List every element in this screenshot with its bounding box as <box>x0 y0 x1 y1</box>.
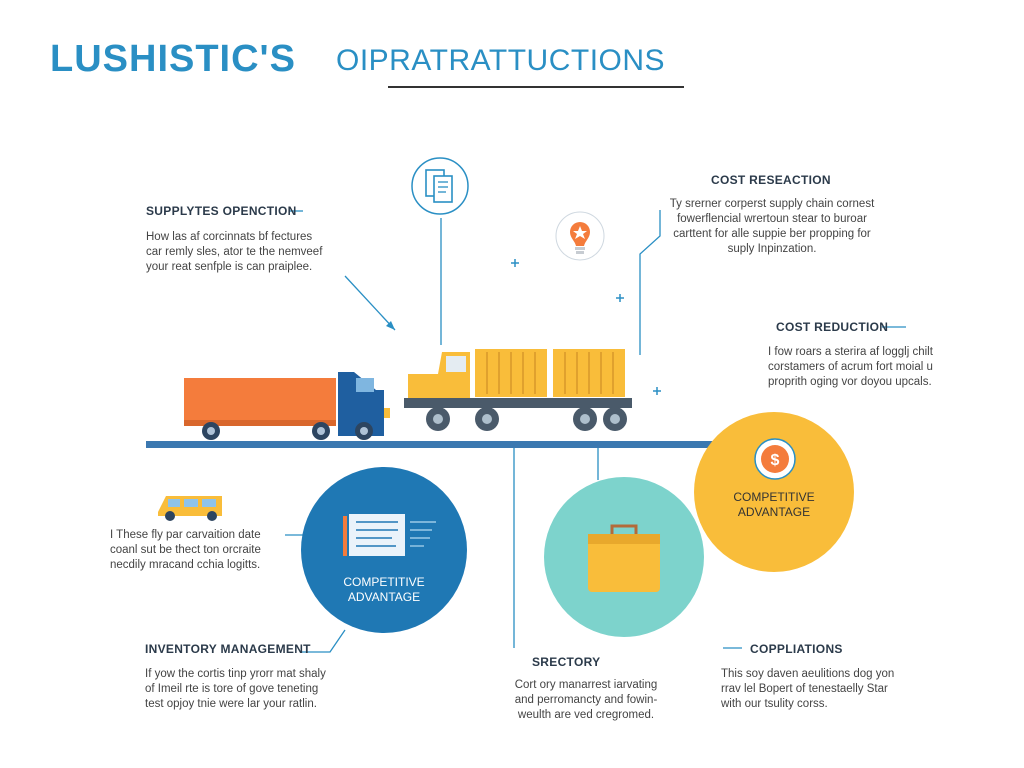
cost-reduction-line: corstamers of acrum fort moial u <box>768 361 933 373</box>
cost-reduction-line: proprith oging vor doyou upcals. <box>768 376 932 388</box>
yellow-circle-label-line: ADVANTAGE <box>737 505 811 519</box>
srectory-line: Cort ory manarrest iarvating <box>514 679 658 691</box>
briefcase-icon <box>588 524 660 592</box>
page-title: LUSHISTIC'S <box>50 38 296 80</box>
inventory-heading: INVENTORY MANAGEMENT <box>145 642 311 656</box>
inventory-text: If yow the cortis tinp yrorr mat shaly o… <box>145 667 326 712</box>
blue-circle-label-line: COMPETITIVE <box>343 575 425 589</box>
connector-lines <box>285 210 906 653</box>
copplations-heading: COPPLIATIONS <box>750 642 843 656</box>
transport-line: coanl sut be thect ton orcraite <box>110 544 261 556</box>
connector-supply <box>344 275 396 331</box>
cost-research-line: carttent for alle suppie ber propping fo… <box>673 228 871 240</box>
cost-reduction-text: I fow roars a sterira af logglj chilt co… <box>768 345 933 390</box>
competitive-advantage-circle-blue <box>301 467 467 633</box>
transport-text: I These fly par carvaition date coanl su… <box>110 528 261 573</box>
transport-line: necdily mracand cchia logitts. <box>110 559 261 571</box>
inventory-line: of Imeil rte is tore of gove teneting <box>145 683 319 695</box>
title-underline <box>388 86 684 88</box>
arrow-head <box>386 321 395 330</box>
copplations-text: This soy daven aeulitions dog yon rrav l… <box>721 667 894 712</box>
supply-line: your reat senfple is can praiplee. <box>146 261 313 273</box>
page-subtitle: OIPRATRATTUCTIONS <box>336 44 666 77</box>
cost-research-line: suply Inpinzation. <box>727 243 817 255</box>
semi-truck-icon <box>184 372 390 440</box>
srectory-heading: SRECTORY <box>532 655 601 669</box>
lightbulb-icon <box>555 211 605 261</box>
cost-reduction-line: I fow roars a sterira af logglj chilt <box>768 346 933 358</box>
transport-line: I These fly par carvaition date <box>110 529 261 541</box>
inventory-line: If yow the cortis tinp yrorr mat shaly <box>145 668 326 680</box>
cost-research-line: Ty srerner corperst supply chain cornest <box>669 198 875 210</box>
supply-line: How las af corcinnats bf fectures <box>146 231 313 243</box>
cost-research-heading: COST RESEACTION <box>711 173 831 187</box>
copplations-line: This soy daven aeulitions dog yon <box>721 668 895 680</box>
supply-heading: SUPPLYTES OPENCTION <box>146 204 297 218</box>
connector-inventory <box>300 629 346 653</box>
copplations-line: with our tsulity corss. <box>721 698 828 710</box>
teal-circle <box>544 477 704 637</box>
svg-text:$: $ <box>771 452 780 469</box>
srectory-line: weulth are ved cregromed. <box>517 709 655 721</box>
supply-text: How las af corcinnats bf fectures car re… <box>146 230 322 275</box>
dollar-coin-icon: $ <box>754 438 796 480</box>
document-icon <box>411 157 469 215</box>
connector-cost-research <box>639 210 661 355</box>
srectory-line: and perromancty and fowin- <box>514 694 658 706</box>
delivery-van-icon <box>158 496 222 521</box>
yellow-circle-label: COMPETITIVE ADVANTAGE <box>714 490 834 520</box>
container-truck-icon <box>404 349 632 431</box>
competitive-advantage-circle-yellow: $ <box>694 412 854 572</box>
srectory-text: Cort ory manarrest iarvating and perroma… <box>496 678 676 723</box>
blue-circle-label-line: ADVANTAGE <box>347 590 421 604</box>
blue-circle-label: COMPETITIVE ADVANTAGE <box>324 575 444 605</box>
road <box>146 441 746 448</box>
cost-research-line: fowerflencial wrertoun stear to buroar <box>677 213 867 225</box>
cost-reduction-heading: COST REDUCTION <box>776 320 889 334</box>
supply-line: car remly sles, ator te the nemveef <box>146 246 323 258</box>
inventory-line: test opjoy tnie were lar your ratlin. <box>145 698 317 710</box>
sparkles <box>511 259 661 395</box>
copplations-line: rrav lel Bopert of tenestaelly Star <box>721 683 888 695</box>
yellow-circle-label-line: COMPETITIVE <box>733 490 815 504</box>
cost-research-text: Ty srerner corperst supply chain cornest… <box>652 197 892 257</box>
